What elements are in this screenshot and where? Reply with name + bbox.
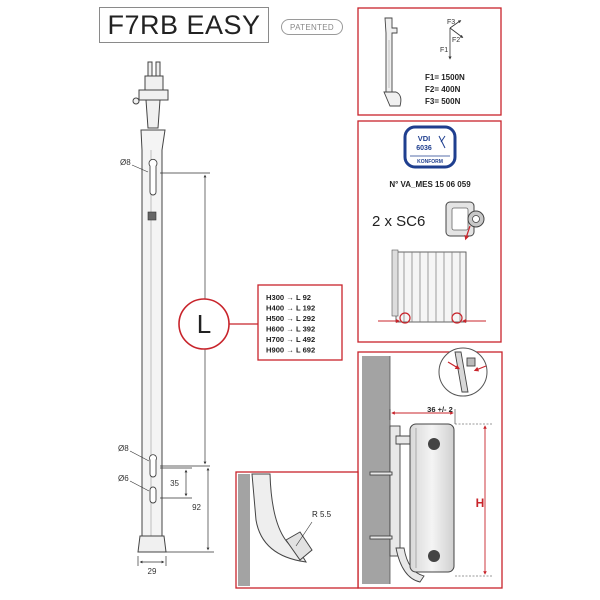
table-row: H600 → L 392 <box>266 325 315 334</box>
rail-top-clip <box>132 61 169 140</box>
product-title: F7RB EASY <box>107 9 261 40</box>
bottom-dimensions <box>137 467 214 566</box>
table-row: H900 → L 692 <box>266 346 315 355</box>
rail-drawing: Ø8 Ø8 Ø6 L <box>118 61 258 576</box>
table-row: H700 → L 492 <box>266 335 315 344</box>
dim-35-label: 35 <box>170 479 179 488</box>
hole-top-label: Ø8 <box>120 158 131 167</box>
hole-mid-label: Ø8 <box>118 444 129 453</box>
vdi-logo-text: VDI <box>418 134 431 143</box>
vdi-logo <box>403 125 457 169</box>
installation-panel: 36 +/- 2 H <box>357 347 503 589</box>
force-value-f1: F1= 1500N <box>425 73 465 82</box>
radiator-section <box>409 423 455 573</box>
patented-badge: PATENTED <box>281 19 343 35</box>
table-row: H500 → L 292 <box>266 314 315 323</box>
force-value-f3: F3= 500N <box>425 97 461 106</box>
dim-92-label: 92 <box>192 503 201 512</box>
wall <box>362 356 390 584</box>
distance-label: 36 +/- 2 <box>427 405 453 414</box>
title-box: F7RB EASY <box>99 7 269 43</box>
radius-label: R 5.5 <box>312 510 332 519</box>
radius-detail-panel: R 5.5 <box>235 471 359 589</box>
dim-29-label: 29 <box>148 567 157 576</box>
rail-body <box>137 129 167 553</box>
certification-number: N° VA_MES 15 06 059 <box>389 180 471 189</box>
force-label-f2: F2 <box>452 37 460 44</box>
accessory-label: 2 x SC6 <box>372 213 425 230</box>
height-symbol: H <box>476 496 485 510</box>
force-value-f2: F2= 400N <box>425 85 461 94</box>
table-row: H300 → L 92 <box>266 293 311 302</box>
force-label-f1: F1 <box>440 47 448 54</box>
table-row: H400 → L 192 <box>266 304 315 313</box>
check-icon <box>438 135 446 149</box>
certification-panel: VDI 6036 KONFORM N° VA_MES 15 06 059 2 x… <box>357 120 502 343</box>
length-symbol: L <box>197 309 211 339</box>
force-label-f3: F3 <box>447 19 455 26</box>
vdi-logo-konform: KONFORM <box>417 159 443 165</box>
vdi-logo-number: 6036 <box>416 145 432 152</box>
length-table: H300 → L 92 H400 → L 192 H500 → L 292 H6… <box>257 284 343 361</box>
radiator-sketch <box>378 249 486 324</box>
detail-wall <box>238 474 250 586</box>
forces-panel: F3 F2 F1 F1= 1500N F2= 400N F3= 500N <box>357 7 502 116</box>
hole-bottom-label: Ø6 <box>118 474 129 483</box>
sc6-clip-icon <box>445 201 485 241</box>
